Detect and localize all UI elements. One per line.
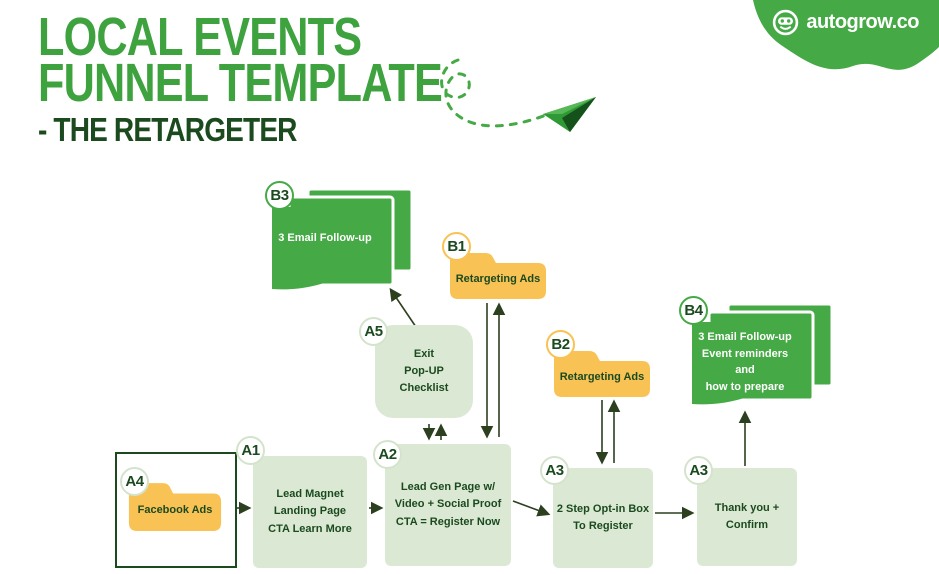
node-a4-facebook-ads: Facebook Ads <box>127 480 223 532</box>
node-b4-email-followup: 3 Email Follow-up Event reminders and ho… <box>690 304 835 426</box>
badge-a4: A4 <box>120 467 149 496</box>
node-label: Facebook Ads <box>137 503 213 516</box>
node-label: Confirm <box>725 519 769 531</box>
badge-a3-optin: A3 <box>540 456 569 485</box>
badge-a3-thankyou: A3 <box>684 456 713 485</box>
node-b2-retargeting-ads: Retargeting Ads <box>552 348 652 398</box>
node-label: Checklist <box>399 382 449 395</box>
badge-b3: B3 <box>265 181 294 210</box>
autogrow-mascot-icon <box>773 9 799 36</box>
node-a3-thank-you: Thank you + Confirm <box>697 468 797 566</box>
badge-b2: B2 <box>546 330 575 359</box>
node-a5-exit-popup: Exit Pop-UP Checklist <box>375 325 473 418</box>
badge-a1: A1 <box>236 436 265 465</box>
brand-blob <box>753 0 939 70</box>
brand-logo: autogrow.co <box>772 9 919 36</box>
node-label: Video + Social Proof <box>394 498 502 511</box>
node-label: 3 Email Follow-up <box>698 331 792 343</box>
node-label: CTA = Register Now <box>395 515 501 528</box>
badge-a5: A5 <box>359 317 388 346</box>
subtitle: - THE RETARGETER <box>38 111 297 148</box>
node-label: Thank you + <box>714 501 780 514</box>
page-title: LOCAL EVENTS FUNNEL TEMPLATE - THE RETAR… <box>38 7 543 148</box>
title-line-1: LOCAL EVENTS <box>38 7 362 67</box>
node-a2-lead-gen-page: Lead Gen Page w/ Video + Social Proof CT… <box>385 444 511 566</box>
node-a3-optin-box: 2 Step Opt-in Box To Register <box>553 468 653 568</box>
node-label: Exit <box>413 347 435 360</box>
node-label: Lead Gen Page w/ <box>400 481 496 494</box>
node-label: Lead Magnet <box>276 488 344 501</box>
node-label: Landing Page <box>273 505 347 518</box>
folder-icon <box>128 483 222 531</box>
node-b3-email-followup: 3 Email Follow-up <box>270 189 415 311</box>
node-label: Event reminders and <box>701 347 789 377</box>
doodle-arrow <box>440 58 596 132</box>
node-label: Retargeting Ads <box>559 370 645 383</box>
node-label: To Register <box>573 520 633 532</box>
paper-plane-icon <box>543 97 596 132</box>
node-b1-retargeting-ads: Retargeting Ads <box>448 250 548 300</box>
node-a1-lead-magnet: Lead Magnet Landing Page CTA Learn More <box>253 456 367 568</box>
title-line-2: FUNNEL TEMPLATE <box>38 53 443 113</box>
folder-icon <box>554 351 650 397</box>
node-label: 3 Email Follow-up <box>278 232 372 244</box>
node-label: Retargeting Ads <box>455 272 541 285</box>
node-label: how to prepare <box>705 380 785 393</box>
brand-name: autogrow.co <box>806 11 919 33</box>
node-label: Pop-UP <box>404 364 444 377</box>
badge-b1: B1 <box>442 232 471 261</box>
node-label: CTA Learn More <box>268 522 352 535</box>
folder-icon <box>450 253 546 299</box>
node-label: 2 Step Opt-in Box <box>556 502 650 515</box>
badge-b4: B4 <box>679 296 708 325</box>
badge-a2: A2 <box>373 440 402 469</box>
